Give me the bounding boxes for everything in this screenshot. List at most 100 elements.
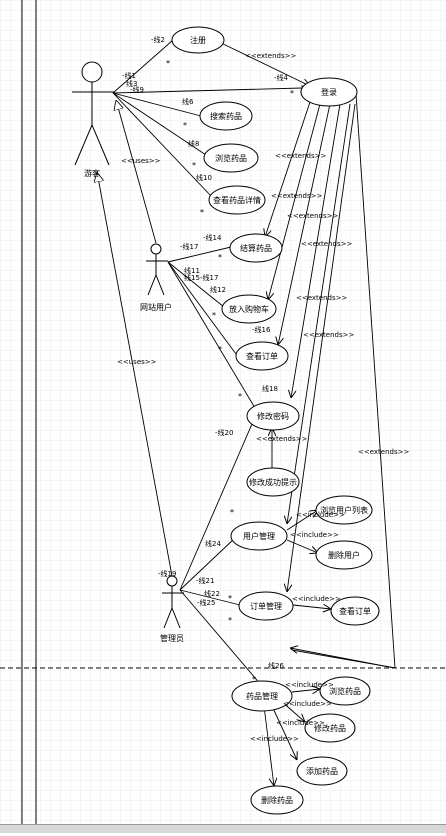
uc-delete-drug[interactable] [250, 785, 304, 815]
label-l17b: -线17 [200, 273, 218, 282]
uc-login[interactable] [300, 77, 358, 107]
line-user-checkout [167, 246, 232, 263]
stereo-include-2: <<include>> [290, 531, 339, 539]
ext-checkout-login [265, 101, 311, 237]
uc-checkout-label: 结算药品 [240, 243, 272, 253]
mult-10: * [230, 508, 234, 517]
stereo-extends-5: <<extends>> [301, 240, 353, 248]
line-labels: -线2 -线4 -线1 线3 -线9 线6 线8 线10 -线14 -线17 线… [122, 35, 289, 670]
uc-checkout[interactable] [229, 233, 283, 263]
stereo-extends-4: <<extends>> [287, 212, 339, 220]
uc-browse-users[interactable] [315, 495, 373, 525]
stereo-include-4: <<include>> [285, 681, 334, 689]
line-visitor-browse [112, 92, 207, 156]
uc-add-cart-label: 放入购物车 [229, 304, 269, 314]
uc-delete-user-label: 删除用户 [328, 550, 360, 560]
mult-7: * [212, 311, 216, 320]
uc-drug-mgmt-label: 药品管理 [246, 691, 278, 701]
uc-edit-drug[interactable] [304, 713, 356, 743]
ext-order-login [278, 103, 331, 345]
mult-11: * [228, 594, 232, 603]
uc-change-pwd-label: 修改密码 [257, 411, 289, 421]
uc-login-label: 登录 [321, 87, 337, 97]
uc-drug-mgmt[interactable] [231, 680, 293, 712]
uc-search[interactable] [199, 101, 253, 131]
label-l11: 线11 [184, 266, 200, 275]
actor-visitor[interactable] [72, 61, 114, 166]
actor-admin[interactable] [162, 575, 184, 629]
actor-user[interactable] [146, 243, 168, 296]
mult-9: * [238, 392, 242, 401]
stereo-include-3: <<include>> [292, 595, 341, 603]
inc-order-view [292, 605, 331, 609]
uc-delete-user[interactable] [315, 540, 373, 570]
uc-browse-drugs[interactable] [319, 676, 371, 706]
uc-add-drug[interactable] [296, 756, 348, 786]
mult-1: * [166, 59, 170, 68]
uc-detail[interactable] [208, 185, 266, 215]
uc-add-cart[interactable] [221, 294, 277, 324]
uc-register[interactable] [171, 26, 225, 54]
label-l6: 线6 [182, 97, 194, 106]
stereo-extends-2: <<extends>> [275, 152, 327, 160]
line-admin-pwd [179, 416, 256, 591]
uc-view-order-admin-label: 查看订单 [339, 606, 371, 616]
user-generalization-arrow [116, 100, 157, 244]
uc-browse-users-label: 浏览用户列表 [320, 505, 368, 515]
label-l10: 线10 [196, 173, 212, 182]
uc-detail-label: 查看药品详情 [213, 195, 261, 205]
uc-delete-drug-label: 删除药品 [261, 795, 293, 805]
uc-browse[interactable] [203, 143, 259, 173]
uc-order-mgmt-label: 订单管理 [250, 601, 282, 611]
extends-arrows [214, 39, 396, 669]
mult-12: * [228, 616, 232, 625]
label-l18: 线18 [262, 384, 278, 393]
inc-drug-add [271, 705, 297, 760]
actor-visitor-label: 游客 [84, 168, 100, 178]
uc-order-mgmt[interactable] [238, 591, 294, 621]
label-l9: -线9 [130, 85, 144, 94]
uc-user-mgmt-label: 用户管理 [243, 531, 275, 541]
line-visitor-detail [112, 92, 213, 198]
label-l24: 线24 [205, 539, 221, 548]
mult-5: * [200, 208, 204, 217]
ext-ordermgmt-login [287, 103, 356, 592]
association-lines [112, 39, 303, 687]
line-admin-drugmgmt [179, 589, 263, 687]
label-l3: 线3 [126, 79, 137, 88]
inc-usermgmt-delete [286, 539, 318, 553]
inc-drug-delete [263, 705, 274, 786]
mult-13: * [252, 675, 256, 684]
multiplicity-marks: * * * * * * * * * * * * * [166, 59, 294, 684]
uc-browse-drugs-label: 浏览药品 [329, 686, 361, 696]
use-case-shapes [171, 26, 380, 815]
mult-8: * [218, 345, 222, 354]
label-l21: -线21 [196, 576, 214, 585]
uc-edit-drug-label: 修改药品 [314, 723, 346, 733]
label-l26: 线26 [268, 661, 284, 670]
actor-admin-label: 管理员 [160, 633, 184, 643]
uc-user-mgmt[interactable] [230, 521, 288, 551]
uc-register-label: 注册 [190, 35, 206, 45]
uc-view-order-label: 查看订单 [246, 351, 278, 361]
ext-usermgmt-login [287, 103, 351, 524]
mult-4: * [192, 161, 196, 170]
uc-change-ok[interactable] [246, 467, 300, 497]
stereo-extends-3: <<extends>> [271, 192, 323, 200]
uc-change-pwd[interactable] [246, 401, 300, 431]
line-visitor-search [112, 92, 202, 117]
use-case-labels: 注册 登录 搜索药品 浏览药品 查看药品详情 结算药品 放入购物车 查看订单 修… [190, 35, 371, 805]
uc-view-order[interactable] [235, 341, 289, 371]
mult-3: * [183, 121, 187, 130]
uc-view-order-admin[interactable] [330, 596, 380, 626]
ext-pwd-login [291, 103, 341, 398]
line-user-pwd [167, 261, 256, 409]
label-l15: 线15 [184, 273, 200, 282]
line-admin-usermgmt [179, 537, 236, 591]
stereo-include-7: <<include>> [250, 735, 299, 743]
inc-usermgmt-browse [286, 510, 318, 531]
line-visitor-login [112, 87, 303, 94]
inc-drug-browse [291, 689, 320, 692]
